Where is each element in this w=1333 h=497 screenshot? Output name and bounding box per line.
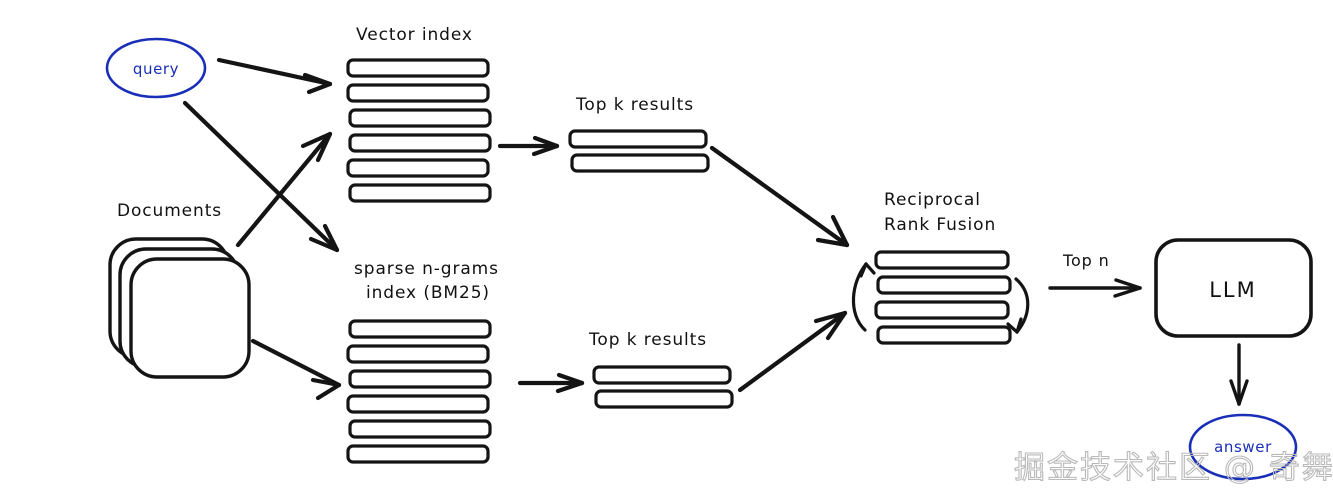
node-query[interactable]: query (105, 37, 207, 99)
fusion-recirculate-left-arrow (851, 262, 876, 332)
llm-label: LLM (1209, 278, 1257, 302)
sparse-index-bar (348, 369, 492, 389)
edge-sparse-index-to-topk (517, 372, 585, 394)
fusion-bar (876, 275, 1012, 295)
node-topk-vector[interactable] (568, 129, 710, 173)
documents-sheet-front (129, 257, 251, 379)
sparse-index-bar (348, 319, 492, 339)
fusion-bar (876, 325, 1012, 345)
documents-label: Documents (117, 201, 222, 221)
topk-vector-bar (570, 153, 710, 173)
edge-llm-to-answer (1229, 343, 1249, 406)
node-fusion[interactable] (874, 250, 1012, 345)
edge-topk-vector-to-fusion (709, 145, 850, 248)
edge-documents-to-sparse-index (250, 338, 342, 401)
vector-index-label: Vector index (356, 25, 473, 45)
node-topk-sparse[interactable] (592, 365, 734, 409)
topk-sparse-bar (594, 389, 734, 409)
sparse-index-bar (346, 394, 490, 414)
fusion-recirculate-right-arrow (1006, 277, 1030, 334)
answer-label: answer (1214, 438, 1272, 456)
topk-sparse-bar (592, 365, 732, 385)
query-ellipse (105, 37, 207, 99)
topk-sparse-label: Top k results (588, 330, 707, 350)
vector-index-bar (348, 108, 492, 128)
node-answer[interactable]: answer (1188, 413, 1298, 481)
vector-index-bar (346, 83, 490, 103)
vector-index-bar (348, 183, 492, 203)
fusion-label-line2: Rank Fusion (884, 215, 996, 235)
vector-index-bar (346, 58, 490, 78)
edge-vector-index-to-topk (497, 135, 560, 157)
sparse-index-bar (346, 344, 490, 364)
edge-fusion-to-llm (1048, 278, 1142, 298)
fusion-label-line1: Reciprocal (884, 190, 981, 210)
edge-query-to-sparse-index (182, 100, 340, 253)
edge-topk-sparse-to-fusion (737, 310, 848, 393)
topk-vector-bar (568, 129, 708, 149)
fusion-bar (874, 300, 1010, 320)
sparse-index-bar (348, 419, 492, 439)
edge-query-to-vector-index (216, 57, 333, 95)
answer-ellipse (1188, 413, 1298, 481)
node-sparse-index[interactable] (346, 319, 492, 464)
node-documents[interactable] (108, 237, 251, 379)
sparse-index-label-line2: index (BM25) (366, 283, 490, 303)
llm-box (1154, 238, 1313, 338)
node-vector-index[interactable] (346, 58, 492, 203)
vector-index-bar (348, 133, 492, 153)
edge-label-top-n: Top n (1062, 251, 1110, 270)
topk-vector-label: Top k results (575, 95, 694, 115)
vector-index-bar (346, 158, 490, 178)
node-llm[interactable]: LLM (1154, 238, 1313, 338)
fusion-bar (874, 250, 1010, 270)
edge-documents-to-vector-index (235, 131, 333, 248)
query-label: query (133, 60, 179, 78)
sparse-index-label-line1: sparse n-grams (354, 259, 499, 279)
watermark: 掘金技术社区 @ 奇舞精选 (1014, 450, 1333, 486)
sparse-index-bar (346, 444, 490, 464)
